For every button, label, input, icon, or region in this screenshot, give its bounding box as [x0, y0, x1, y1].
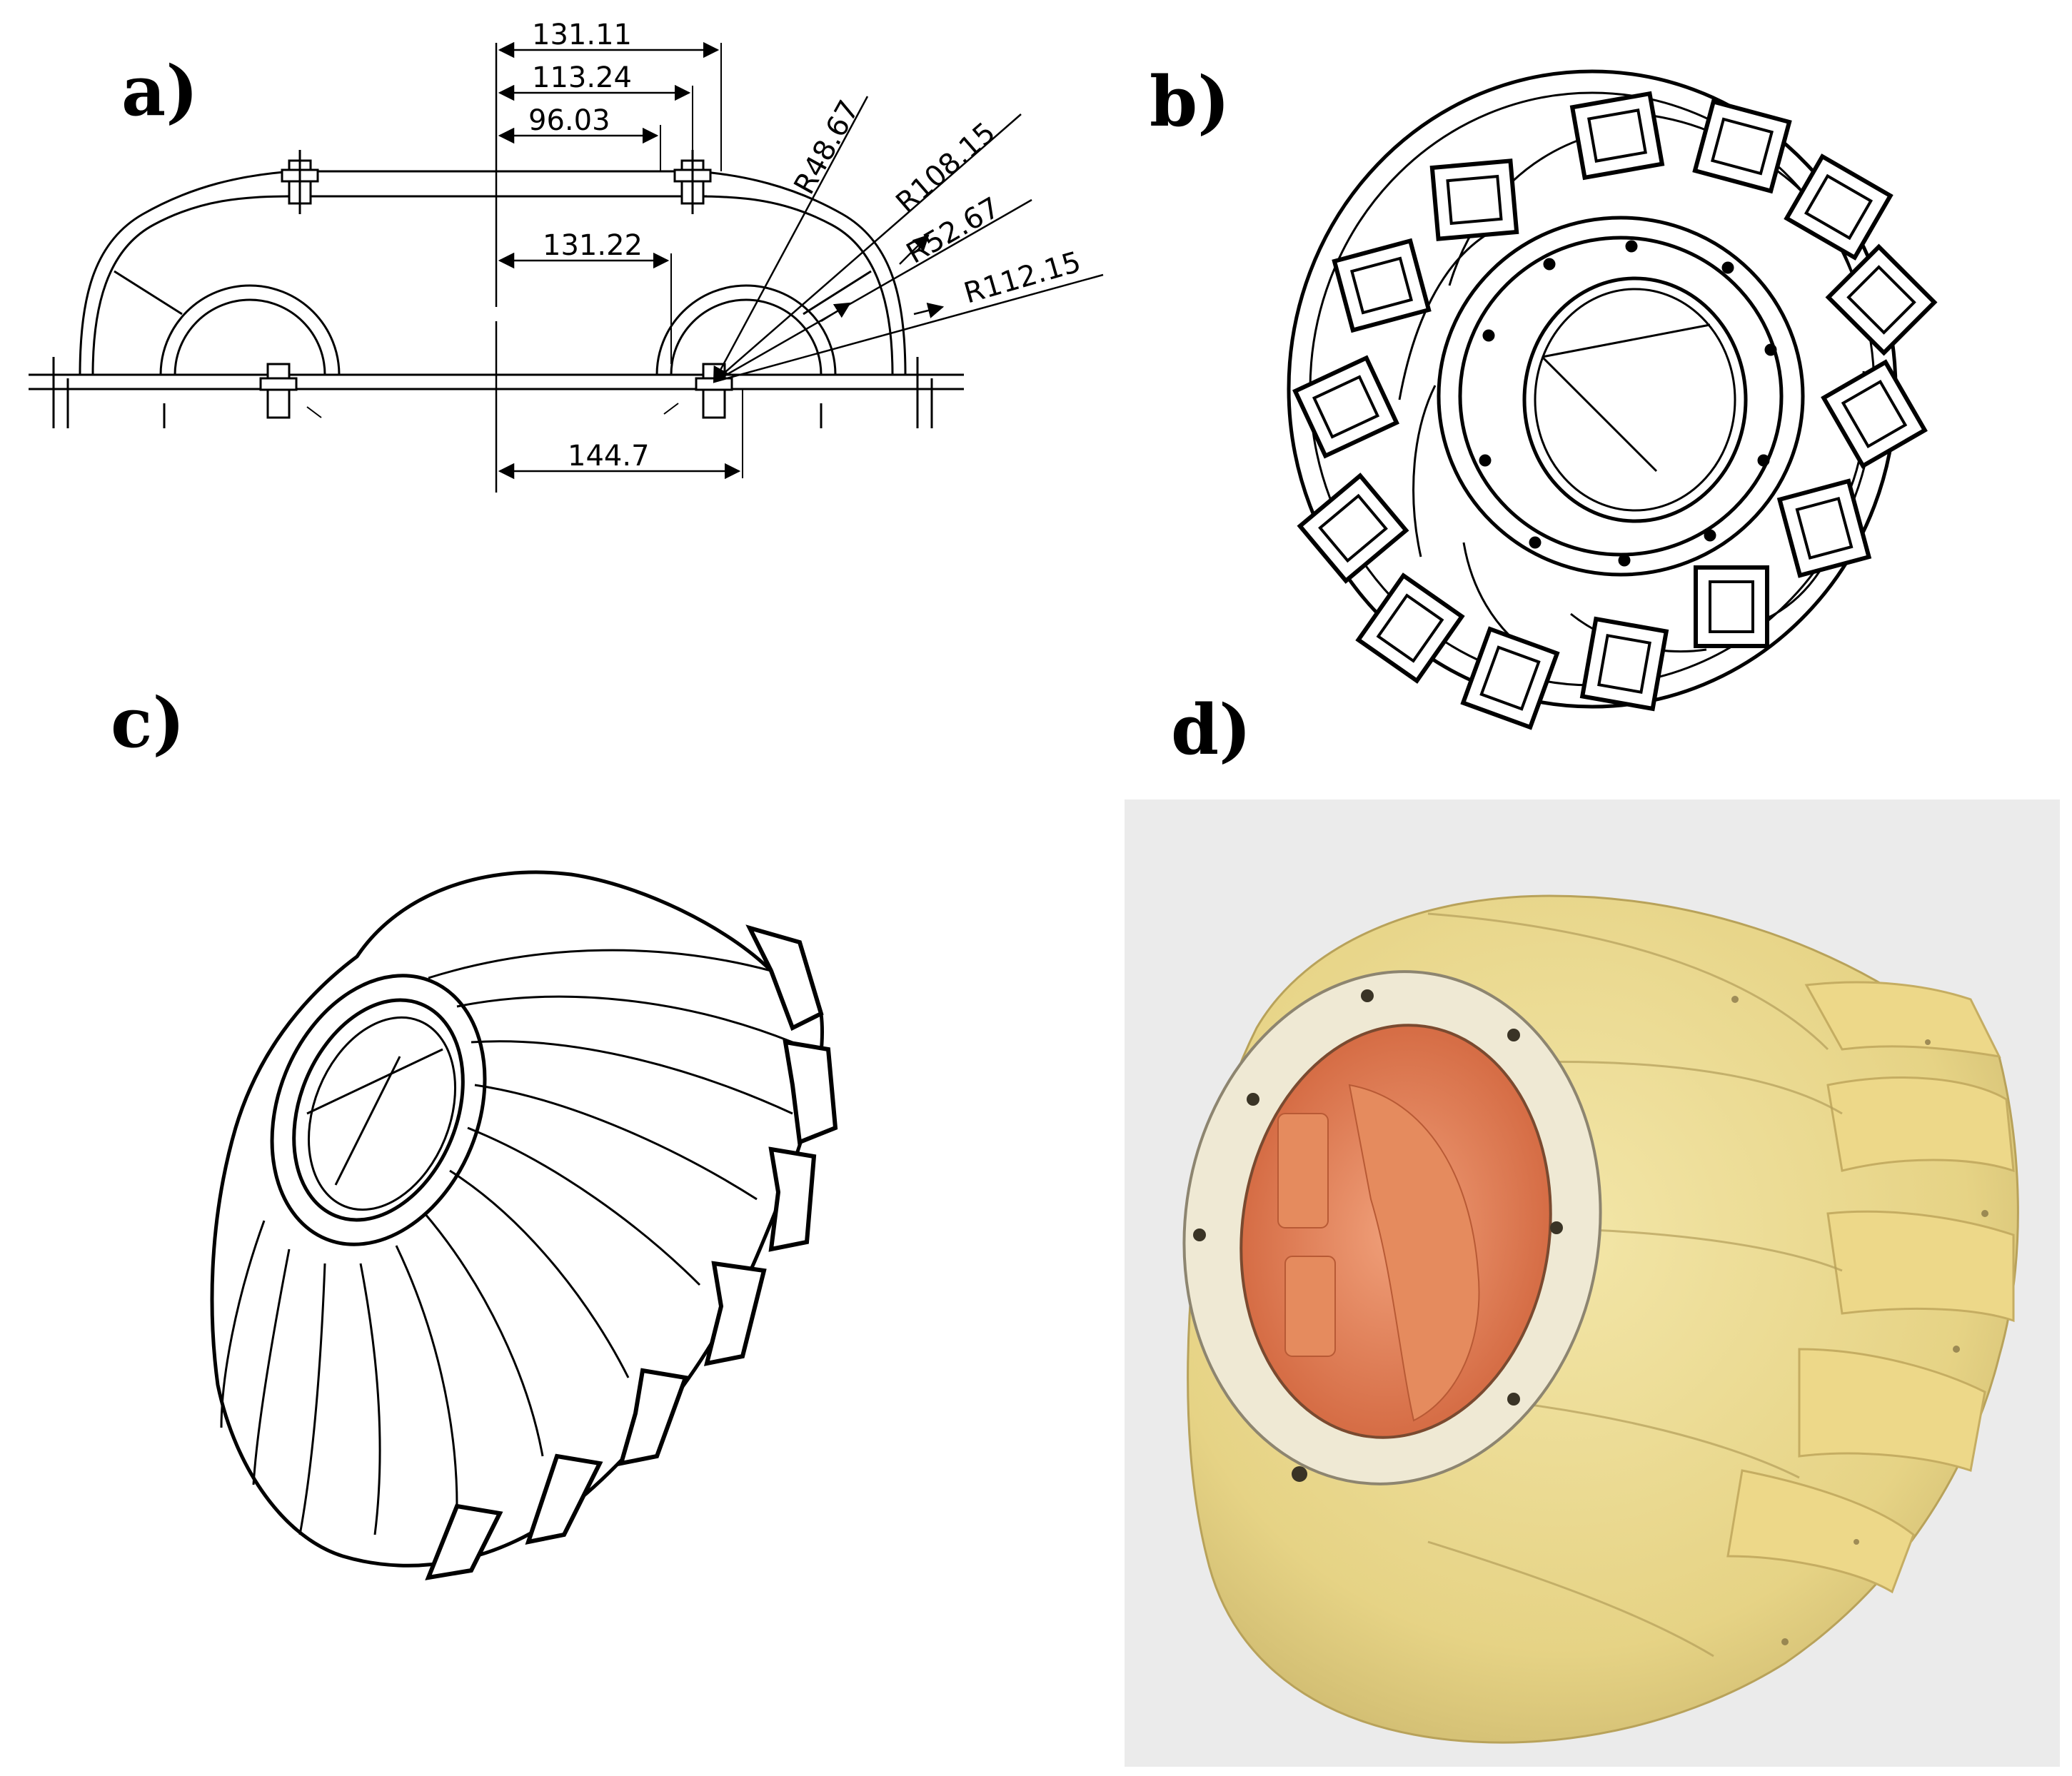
dim-96-03: 96.03	[528, 104, 610, 137]
wheel-front-view	[1287, 69, 1938, 730]
panel-label-b: b)	[1150, 61, 1230, 142]
panel-label-a: a)	[121, 51, 198, 131]
technical-drawing	[29, 41, 1104, 493]
panel-label-c: c)	[111, 682, 185, 763]
dim-131-11: 131.11	[532, 19, 632, 51]
wheel-photo	[1125, 799, 2060, 1767]
wheel-isometric-view	[210, 870, 838, 1580]
dim-144-7: 144.7	[568, 440, 650, 473]
dim-113-24: 113.24	[532, 61, 632, 94]
radius-r112-15: R112.15	[960, 246, 1085, 310]
dim-131-22: 131.22	[543, 229, 643, 262]
radius-r48-67: R48.67	[788, 95, 866, 200]
panel-label-d: d)	[1171, 690, 1252, 770]
